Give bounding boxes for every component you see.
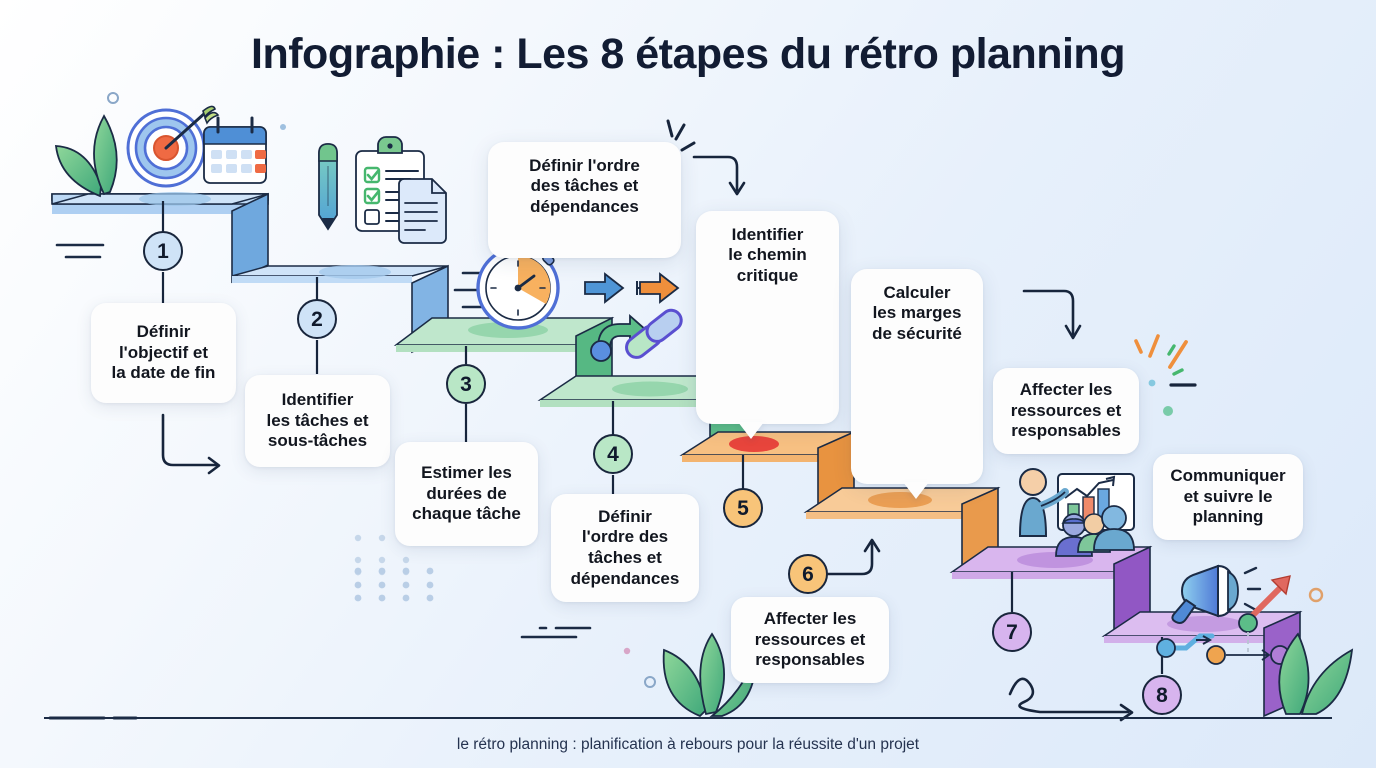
chain-link-icon — [625, 308, 683, 359]
pen-icon — [318, 143, 338, 231]
megaphone-icon — [1171, 564, 1262, 624]
step-badge-2: 2 — [297, 299, 337, 339]
stair-step-7 — [949, 545, 1153, 636]
stair-step-6 — [803, 486, 1001, 574]
step-badge-2-number: 2 — [311, 307, 323, 331]
document-icon — [398, 178, 447, 244]
stair-step-8 — [1101, 610, 1303, 718]
step-badge-8-number: 8 — [1156, 683, 1168, 707]
plant-leaf-icon — [1278, 632, 1354, 715]
step-badge-8: 8 — [1142, 675, 1182, 715]
step-badge-6-number: 6 — [802, 562, 814, 586]
step-badge-3-number: 3 — [460, 372, 472, 396]
step-badge-1: 1 — [143, 231, 183, 271]
page-title: Infographie : Les 8 étapes du rétro plan… — [251, 30, 1125, 78]
step-badge-3: 3 — [446, 364, 486, 404]
step-badge-5-number: 5 — [737, 496, 749, 520]
step-badge-5: 5 — [723, 488, 763, 528]
step-badge-6: 6 — [788, 554, 828, 594]
scatter-dots-decoration — [107, 92, 1324, 688]
calendar-icon — [203, 116, 267, 184]
bubble-tail — [903, 482, 929, 499]
plant-leaf-icon — [662, 632, 757, 718]
step-badge-7-number: 7 — [1006, 620, 1018, 644]
footer-caption: le rétro planning : planification à rebo… — [456, 736, 920, 753]
sparkle-decoration-colored — [1134, 334, 1197, 387]
team-group-icon — [1055, 505, 1135, 557]
step-badge-4: 4 — [593, 434, 633, 474]
footer-divider — [44, 717, 1332, 719]
sparkle-decoration — [666, 119, 696, 152]
stair-step-1 — [51, 192, 269, 284]
step-badge-1-number: 1 — [157, 239, 169, 263]
step-badge-4-number: 4 — [607, 442, 619, 466]
plant-leaf-icon — [54, 114, 118, 198]
target-icon — [126, 105, 220, 188]
step-badge-7: 7 — [992, 612, 1032, 652]
stopwatch-icon — [453, 233, 560, 330]
growth-arrow-icon — [1156, 575, 1291, 665]
dot-grid-decoration — [354, 534, 434, 602]
bubble-tail — [738, 422, 764, 439]
